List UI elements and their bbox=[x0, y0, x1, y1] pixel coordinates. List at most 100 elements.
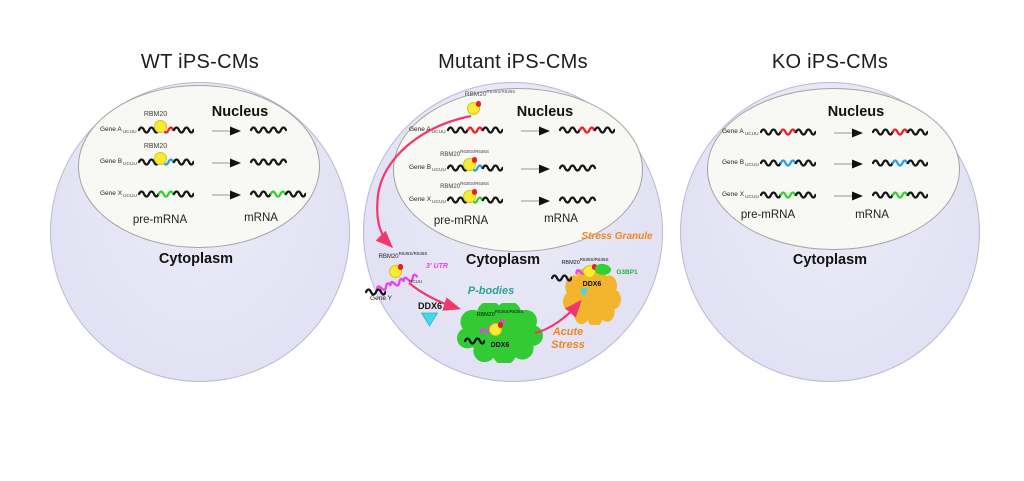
panel-mutant: Mutant iPS-CMs Nucleus RBM20R636S/R636S … bbox=[363, 40, 663, 385]
utr-label: 3' UTR bbox=[426, 263, 448, 270]
mutant-gene-a-row: Gene AUCUU bbox=[409, 113, 621, 147]
mutant-mrna-label: mRNA bbox=[544, 213, 578, 225]
splicing-arrow-icon bbox=[212, 126, 241, 136]
stress-granule-label: Stress Granule bbox=[581, 231, 653, 242]
panel-wt-title: WT iPS-CMs bbox=[140, 51, 260, 73]
mrna-graphic bbox=[872, 191, 928, 199]
splicing-arrow-icon bbox=[834, 159, 863, 169]
splicing-arrow-icon bbox=[834, 191, 863, 201]
mutant-gene-b-row: Gene BUCUU RBM20R636S/R636S bbox=[409, 149, 621, 185]
pre-mrna-graphic bbox=[138, 158, 194, 166]
gene-x-label: Gene XUCUU bbox=[409, 196, 446, 206]
splicing-arrow-icon bbox=[521, 196, 550, 206]
gene-x-label: Gene XUCUU bbox=[100, 190, 137, 200]
gene-a-label: Gene AUCUU bbox=[722, 128, 759, 138]
splicing-arrow-icon bbox=[834, 128, 863, 138]
pbody-ddx6-label: DDX6 bbox=[490, 342, 510, 349]
ddx6-label: DDX6 bbox=[417, 301, 442, 311]
wt-pre-mrna-label: pre-mRNA bbox=[132, 214, 188, 226]
motif-label: UCUU bbox=[432, 200, 446, 206]
gene-b-label: Gene BUCUU bbox=[409, 164, 446, 174]
acute-stress-label: Acute Stress bbox=[551, 326, 585, 351]
gene-x-label: Gene XUCUU bbox=[722, 191, 759, 201]
gene-b-label: Gene BUCUU bbox=[722, 159, 759, 169]
granule-rbm20-label: RBM20R636S/R636S bbox=[561, 257, 609, 266]
motif-label: UCUU bbox=[744, 132, 759, 138]
mutant-rbm20-top-label: RBM20R636S/R636S bbox=[464, 89, 516, 98]
gene-y-label: Gene Y bbox=[370, 295, 392, 302]
cyto-rbm20-label: RBM20R636S/R636S bbox=[378, 251, 428, 260]
wt-mrna-label: mRNA bbox=[244, 212, 278, 224]
mutant-rbm20-label: RBM20R636S/R636S bbox=[440, 181, 489, 190]
ddx6-protein-icon bbox=[421, 312, 438, 327]
ko-gene-b-row: Gene BUCUU bbox=[722, 146, 934, 180]
motif-label: UCUU bbox=[431, 130, 446, 136]
motif-label: UCUU bbox=[745, 163, 759, 169]
ko-pre-mrna-label: pre-mRNA bbox=[740, 209, 796, 221]
motif-label: UCUU bbox=[409, 279, 423, 284]
mrna-graphic bbox=[872, 159, 928, 167]
granule-rbm20-protein-icon bbox=[583, 264, 597, 278]
rbm20-protein-icon bbox=[154, 152, 167, 165]
gene-a-label: Gene AUCUU bbox=[409, 126, 446, 136]
g3bp1-label: G3BP1 bbox=[616, 269, 638, 276]
mrna-graphic bbox=[559, 164, 596, 172]
mrna-graphic bbox=[250, 158, 287, 166]
panel-ko-title: KO iPS-CMs bbox=[771, 51, 889, 73]
ko-gene-a-row: Gene AUCUU bbox=[722, 115, 934, 149]
mutant-rbm20-label: RBM20R636S/R636S bbox=[440, 149, 489, 158]
panel-ko: KO iPS-CMs Nucleus Gene AUCUU Gene BUCUU… bbox=[680, 40, 980, 385]
gene-a-label: Gene AUCUU bbox=[100, 126, 137, 136]
pre-mrna-graphic bbox=[447, 126, 503, 134]
cyto-rbm20-protein-icon bbox=[389, 264, 403, 278]
splicing-arrow-icon bbox=[521, 126, 550, 136]
mutant-rbm20-protein-icon bbox=[467, 101, 481, 115]
rbm20-label: RBM20 bbox=[143, 143, 168, 150]
wt-gene-b-row: Gene BUCUU RBM20 bbox=[100, 143, 312, 179]
ko-nucleus-label: Nucleus bbox=[827, 104, 885, 120]
ko-cytoplasm-label: Cytoplasm bbox=[792, 252, 868, 268]
wt-gene-x-row: Gene XUCUU bbox=[100, 177, 312, 211]
p-bodies-label: P-bodies bbox=[467, 285, 515, 297]
splicing-arrow-icon bbox=[521, 164, 550, 174]
mutant-nucleus-label: Nucleus bbox=[516, 104, 574, 120]
mrna-graphic bbox=[250, 190, 306, 198]
wt-nucleus-label: Nucleus bbox=[211, 104, 269, 120]
mutant-cytoplasm-label: Cytoplasm bbox=[465, 252, 541, 268]
mutant-rbm20-protein-icon bbox=[463, 157, 477, 171]
ko-gene-x-row: Gene XUCUU bbox=[722, 178, 934, 212]
ko-nucleus bbox=[707, 88, 960, 250]
mrna-graphic bbox=[559, 126, 615, 134]
wt-nucleus bbox=[78, 85, 320, 248]
splicing-arrow-icon bbox=[212, 190, 241, 200]
pre-mrna-graphic bbox=[447, 164, 503, 172]
mrna-graphic bbox=[872, 128, 928, 136]
splicing-arrow-icon bbox=[212, 158, 241, 168]
pre-mrna-graphic bbox=[447, 196, 503, 204]
wt-cytoplasm-label: Cytoplasm bbox=[158, 251, 234, 267]
rbm20-protein-icon bbox=[154, 120, 167, 133]
mrna-graphic bbox=[250, 126, 287, 134]
pre-mrna-graphic bbox=[760, 128, 816, 136]
pbody-rbm20-protein-icon bbox=[489, 322, 503, 336]
ko-mrna-label: mRNA bbox=[855, 209, 889, 221]
motif-label: UCUU bbox=[122, 130, 137, 136]
mutant-gene-x-row: Gene XUCUU RBM20R636S/R636S bbox=[409, 181, 621, 217]
gene-b-label: Gene BUCUU bbox=[100, 158, 137, 168]
motif-label: UCUU bbox=[123, 162, 137, 168]
motif-label: UCUU bbox=[123, 194, 137, 200]
panel-mutant-title: Mutant iPS-CMs bbox=[438, 51, 588, 73]
pbody-rbm20-label: RBM20R636S/R636S bbox=[476, 309, 524, 318]
rbm20-label: RBM20 bbox=[143, 111, 168, 118]
wt-gene-a-row: Gene AUCUU RBM20 bbox=[100, 111, 312, 147]
mrna-graphic bbox=[559, 196, 596, 204]
granule-ddx6-protein-icon bbox=[579, 288, 589, 297]
motif-label: UCUU bbox=[432, 168, 446, 174]
pre-mrna-graphic bbox=[138, 126, 194, 134]
pre-mrna-graphic bbox=[138, 190, 194, 198]
granule-ddx6-label: DDX6 bbox=[582, 281, 602, 288]
pre-mrna-graphic bbox=[760, 191, 816, 199]
motif-label: UCUU bbox=[745, 195, 759, 201]
panel-wt: WT iPS-CMs Nucleus Gene AUCUU RBM20 Gene… bbox=[50, 40, 350, 385]
